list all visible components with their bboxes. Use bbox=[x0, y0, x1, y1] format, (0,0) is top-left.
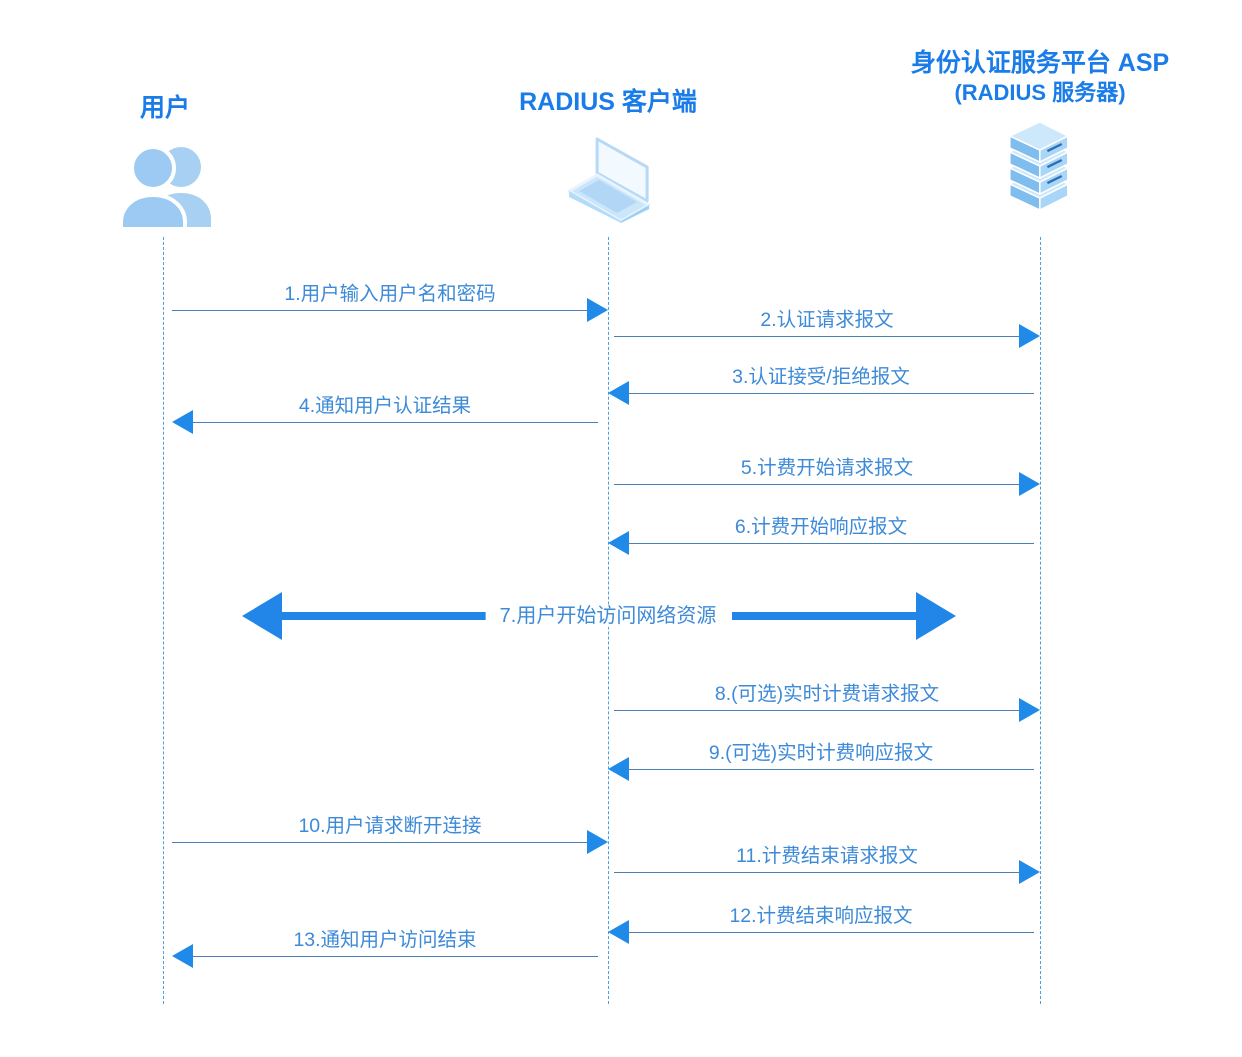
message-4-line bbox=[193, 422, 598, 423]
message-11-label: 11.计费结束请求报文 bbox=[736, 844, 918, 867]
message-5-label: 5.计费开始请求报文 bbox=[740, 456, 914, 479]
message-2-line bbox=[614, 336, 1019, 337]
arrowhead-right-icon bbox=[1019, 472, 1040, 496]
message-6-label: 6.计费开始响应报文 bbox=[734, 515, 908, 538]
actor-radius-server-title: 身份认证服务平台 ASP bbox=[910, 49, 1170, 77]
arrowhead-right-icon bbox=[916, 592, 956, 640]
server-rack-icon bbox=[911, 117, 1169, 212]
arrowhead-left-icon bbox=[242, 592, 282, 640]
message-4-label: 4.通知用户认证结果 bbox=[298, 394, 472, 417]
message-9-label: 9.(可选)实时计费响应报文 bbox=[708, 741, 934, 764]
arrowhead-right-icon bbox=[587, 830, 608, 854]
message-13-label: 13.通知用户访问结束 bbox=[293, 928, 477, 951]
lifeline-user bbox=[163, 237, 164, 1004]
message-12-line bbox=[629, 932, 1034, 933]
arrowhead-right-icon bbox=[1019, 324, 1040, 348]
message-2-label: 2.认证请求报文 bbox=[760, 308, 894, 331]
actor-radius-client: RADIUS 客户端 bbox=[519, 86, 697, 223]
message-10-label: 10.用户请求断开连接 bbox=[298, 814, 482, 837]
actor-user-title: 用户 bbox=[139, 94, 190, 122]
actor-radius-client-title: RADIUS 客户端 bbox=[519, 88, 697, 116]
laptop-icon bbox=[519, 128, 697, 223]
arrowhead-right-icon bbox=[1019, 698, 1040, 722]
message-8-label: 8.(可选)实时计费请求报文 bbox=[714, 682, 940, 705]
message-6-line bbox=[629, 543, 1034, 544]
message-3-label: 3.认证接受/拒绝报文 bbox=[732, 365, 910, 388]
message-9-line bbox=[629, 769, 1034, 770]
actor-radius-server: 身份认证服务平台 ASP (RADIUS 服务器) bbox=[911, 47, 1169, 212]
arrowhead-right-icon bbox=[587, 298, 608, 322]
arrowhead-left-icon bbox=[172, 410, 193, 434]
message-8-line bbox=[614, 710, 1019, 711]
arrowhead-left-icon bbox=[608, 757, 629, 781]
message-12-label: 12.计费结束响应报文 bbox=[729, 904, 913, 927]
arrowhead-left-icon bbox=[608, 920, 629, 944]
message-11-line bbox=[614, 872, 1019, 873]
message-13-line bbox=[193, 956, 598, 957]
users-icon bbox=[119, 134, 211, 229]
arrowhead-left-icon bbox=[608, 531, 629, 555]
lifeline-radius-server bbox=[1040, 237, 1041, 1004]
message-7-bar-right bbox=[732, 612, 916, 620]
arrowhead-left-icon bbox=[172, 944, 193, 968]
message-10-line bbox=[172, 842, 587, 843]
message-1-label: 1.用户输入用户名和密码 bbox=[284, 282, 496, 305]
message-3-line bbox=[629, 393, 1034, 394]
message-7-label: 7.用户开始访问网络资源 bbox=[485, 605, 731, 627]
arrowhead-right-icon bbox=[1019, 860, 1040, 884]
message-5-line bbox=[614, 484, 1019, 485]
actor-radius-server-subtitle: (RADIUS 服务器) bbox=[954, 80, 1126, 105]
arrowhead-left-icon bbox=[608, 381, 629, 405]
actor-user: 用户 bbox=[119, 92, 211, 229]
message-1-line bbox=[172, 310, 587, 311]
